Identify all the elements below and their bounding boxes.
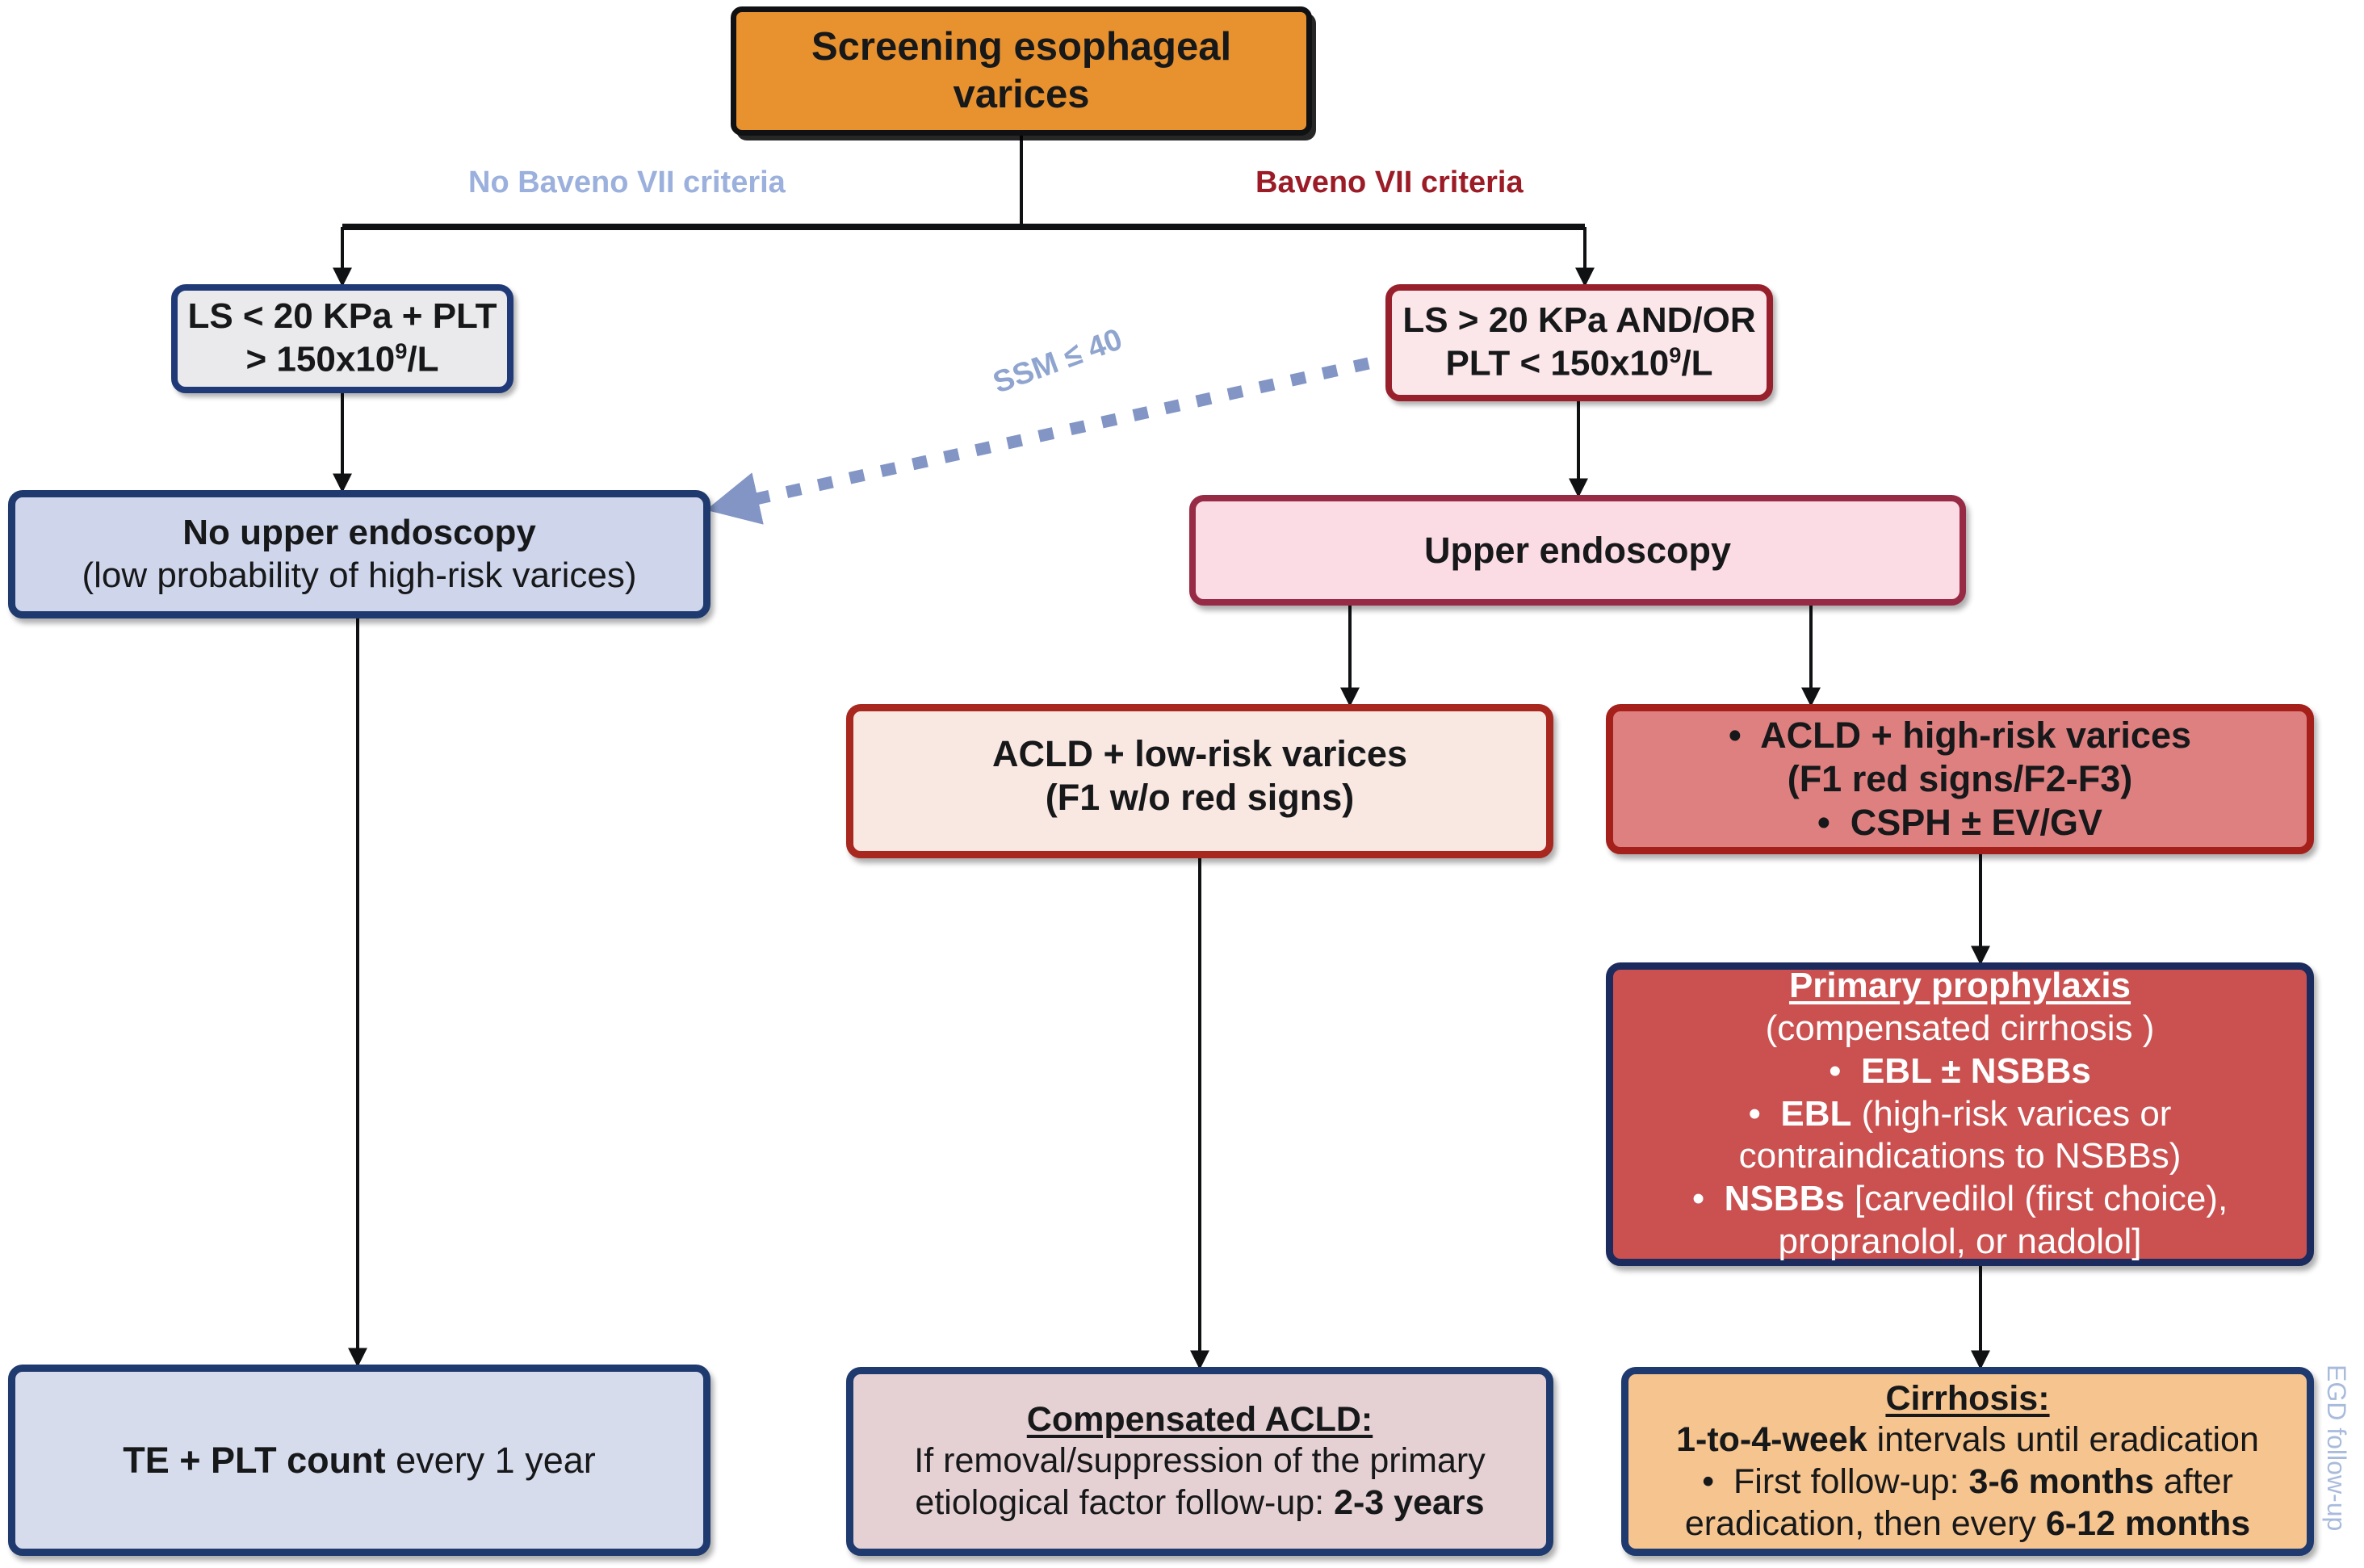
prophylaxis-bullet-3-line-2: propranolol, or nadolol] [1778, 1222, 2142, 1261]
high-risk-bullet-1: • ACLD + high-risk varices [1728, 715, 2192, 756]
no-endoscopy-line-1: No upper endoscopy [182, 512, 536, 552]
node-acld-high-risk-varices[interactable]: • ACLD + high-risk varices (F1 red signs… [1606, 704, 2314, 854]
ls-high-line-2: PLT < 150x109/L [1445, 342, 1713, 384]
prophylaxis-bullet-3: • NSBBs [carvedilol (first choice), [1691, 1179, 2228, 1219]
cirrhosis-line-1: 1-to-4-week intervals until eradication [1676, 1420, 2259, 1460]
low-risk-line-1: ACLD + low-risk varices [992, 733, 1407, 774]
prophylaxis-bullet-2: • EBL (high-risk varices or [1748, 1093, 2172, 1134]
node-cirrhosis-followup[interactable]: Cirrhosis: 1-to-4-week intervals until e… [1621, 1367, 2314, 1556]
low-risk-line-2: (F1 w/o red signs) [1045, 777, 1355, 818]
prophylaxis-heading: Primary prophylaxis [1788, 966, 2131, 1006]
node-ls-high-plt-low[interactable]: LS > 20 KPa AND/OR PLT < 150x109/L [1385, 284, 1773, 401]
compensated-acld-heading: Compensated ACLD: [1026, 1399, 1373, 1439]
compensated-acld-line-2: etiological factor follow-up: 2-3 years [915, 1482, 1485, 1522]
compensated-acld-line-1: If removal/suppression of the primary [914, 1441, 1486, 1481]
ls-low-line-1: LS < 20 KPa + PLT [187, 296, 497, 337]
node-screening-esophageal-varices[interactable]: Screening esophageal varices [731, 6, 1312, 136]
node-ls-low-plt-high[interactable]: LS < 20 KPa + PLT > 150x109/L [171, 284, 513, 393]
te-plt-text: TE + PLT count every 1 year [123, 1439, 596, 1481]
node-te-plt-followup[interactable]: TE + PLT count every 1 year [8, 1365, 710, 1556]
cirrhosis-bullet-1: • First follow-up: 3-6 months after [1702, 1462, 2233, 1501]
cirrhosis-heading: Cirrhosis: [1885, 1378, 2050, 1418]
high-risk-bullet-1-line-2: (F1 red signs/F2-F3) [1787, 758, 2133, 799]
node-upper-endoscopy[interactable]: Upper endoscopy [1189, 495, 1966, 606]
screening-line-1: Screening esophageal [811, 25, 1232, 69]
high-risk-bullet-2: • CSPH ± EV/GV [1817, 802, 2103, 843]
egd-followup-side-label: EGD follow-up [2322, 1365, 2351, 1532]
prophylaxis-bullet-1: • EBL ± NSBBs [1829, 1050, 2091, 1091]
no-endoscopy-line-2: (low probability of high-risk varices) [82, 555, 637, 595]
prophylaxis-bullet-2-line-2: contraindications to NSBBs) [1738, 1136, 2182, 1176]
node-primary-prophylaxis[interactable]: Primary prophylaxis (compensated cirrhos… [1606, 962, 2314, 1266]
edge-label-ssm-threshold: SSM ≤ 40 [988, 322, 1127, 400]
prophylaxis-subheading: (compensated cirrhosis ) [1765, 1008, 2155, 1049]
node-compensated-acld-followup[interactable]: Compensated ACLD: If removal/suppression… [846, 1367, 1553, 1556]
edge-label-baveno-criteria: Baveno VII criteria [1255, 166, 1524, 199]
ls-low-line-2: > 150x109/L [245, 338, 439, 379]
node-acld-low-risk-varices[interactable]: ACLD + low-risk varices (F1 w/o red sign… [846, 704, 1553, 858]
upper-endoscopy-label: Upper endoscopy [1423, 529, 1732, 571]
screening-line-2: varices [953, 73, 1090, 116]
cirrhosis-bullet-1-line-2: eradication, then every 6-12 months [1684, 1503, 2251, 1543]
ls-high-line-1: LS > 20 KPa AND/OR [1402, 300, 1756, 341]
edge-label-no-baveno-criteria: No Baveno VII criteria [468, 166, 786, 199]
node-no-upper-endoscopy[interactable]: No upper endoscopy (low probability of h… [8, 490, 710, 618]
